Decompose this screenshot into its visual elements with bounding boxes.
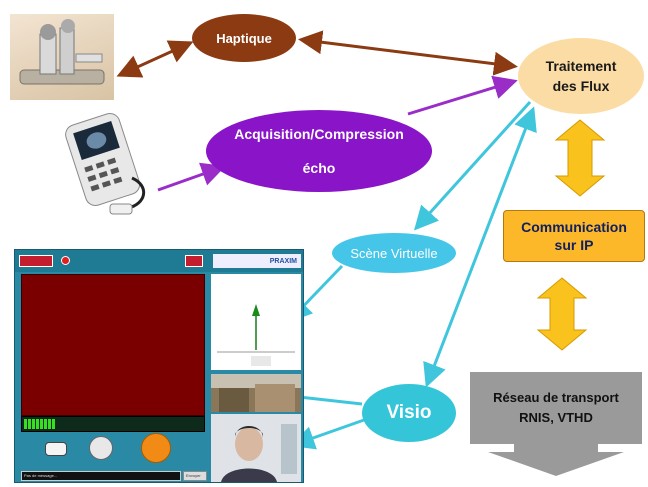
arrow-echo-acquisition	[157, 162, 226, 192]
app-message-input[interactable]: Pas de message...	[21, 471, 181, 481]
scene-virtuelle-node: Scène Virtuelle	[332, 233, 456, 273]
app-send-button[interactable]: Envoyer	[183, 471, 207, 481]
arrow-traitement-visio	[423, 106, 537, 388]
signal-level-fill	[24, 419, 56, 429]
send-label: Envoyer	[186, 473, 201, 478]
echography-device-photo	[62, 108, 154, 218]
haptic-device-icon	[19, 19, 105, 85]
arrow-communication-reseau	[536, 277, 588, 351]
app-remote-camera-view	[211, 374, 301, 412]
visio-node: Visio	[362, 384, 456, 442]
arrow-reseau-down	[488, 444, 624, 476]
communication-ip-node: Communication sur IP	[503, 210, 645, 262]
remote-scene-icon	[211, 374, 301, 412]
record-indicator-icon	[61, 256, 70, 265]
app-toolbar: PRAXIM	[15, 250, 303, 272]
ultrasound-device-icon	[65, 112, 145, 215]
acquisition-compression-node: Acquisition/Compression écho	[206, 110, 432, 192]
teleechography-app-screenshot: PRAXIM Pas de message... Envoyer	[14, 249, 304, 483]
haptic-device-photo	[10, 14, 114, 100]
app-signal-level	[21, 416, 205, 432]
app-round-button-orange[interactable]	[141, 433, 171, 463]
virtual-probe-icon	[217, 304, 295, 366]
traitement-des-flux-node: Traitement des Flux	[518, 38, 644, 114]
reseau-transport-node: Réseau de transport RNIS, VTHD	[470, 372, 642, 444]
message-placeholder: Pas de message...	[24, 473, 58, 478]
person-icon	[221, 424, 297, 482]
arrow-traitement-communication	[554, 119, 606, 197]
haptique-node: Haptique	[192, 14, 296, 62]
app-round-button-grey[interactable]	[89, 436, 113, 460]
app-local-camera-view	[211, 414, 301, 482]
app-virtual-scene-view	[211, 274, 301, 370]
app-logo: PRAXIM	[213, 254, 301, 268]
arrow-visio-cam2	[290, 418, 365, 450]
app-control-button[interactable]	[45, 442, 67, 456]
arrow-haptique-traitement	[298, 30, 518, 76]
arrow-acquisition-traitement	[407, 75, 518, 116]
app-ultrasound-view	[21, 274, 205, 416]
app-toolbar-button[interactable]	[19, 255, 53, 267]
app-close-button[interactable]	[185, 255, 203, 267]
arrow-haptic-photo-haptique	[116, 40, 194, 78]
